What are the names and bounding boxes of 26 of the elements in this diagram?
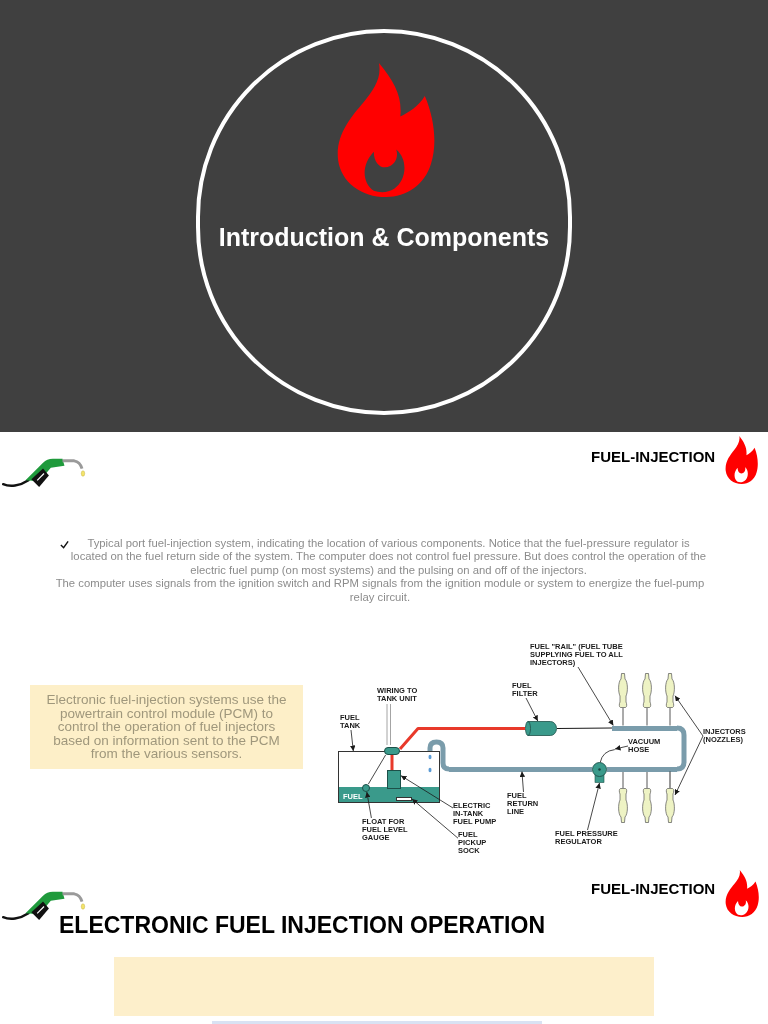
description-text: The computer uses signals from the ignition switch and RPM signals from the ignition module or system to energize the fuel-pump relay circuit. xyxy=(55,577,705,603)
pipe-bend xyxy=(676,725,687,772)
pressure-regulator xyxy=(592,762,607,783)
filter-outlet-line xyxy=(556,727,613,730)
injector xyxy=(665,788,675,823)
vacuum-hose xyxy=(599,749,615,763)
pickup-sock xyxy=(396,797,412,801)
fuel-pump xyxy=(387,770,401,789)
fuel-rail xyxy=(612,725,677,731)
section-title: Introduction & Components xyxy=(218,222,550,252)
header-text: FUEL-INJECTION xyxy=(591,448,716,466)
sender-unit xyxy=(384,747,400,755)
fuel-filter xyxy=(525,721,557,736)
note-panel: Electronic fuel-injection systems use the powertrain control module (PCM) to control the operation of fuel injectors based on information sent to the PCM from the various sensors. xyxy=(30,685,303,769)
fuel-band xyxy=(339,787,439,802)
header-text: FUEL-INJECTION xyxy=(591,880,716,898)
slide-heading: ELECTRONIC FUEL INJECTION OPERATION xyxy=(59,911,545,939)
injector xyxy=(665,673,675,726)
fuel-pipe xyxy=(607,766,677,772)
float-arm xyxy=(368,754,386,785)
description-text: Typical port fuel-injection system, indicating the location of various components. Notice that the fuel-pressure regulator is located on the fuel return side of the system. The computer does not control fuel pressure. But does control the operation of the electric fuel pump (on most systems) and the pulsing on and off of the injectors. xyxy=(70,537,707,576)
fuel-feed-line xyxy=(398,727,525,750)
blank-panel xyxy=(114,957,654,1016)
pump-feed-line xyxy=(390,755,394,770)
fuel-tank xyxy=(338,751,440,803)
injector-stem xyxy=(669,771,671,789)
